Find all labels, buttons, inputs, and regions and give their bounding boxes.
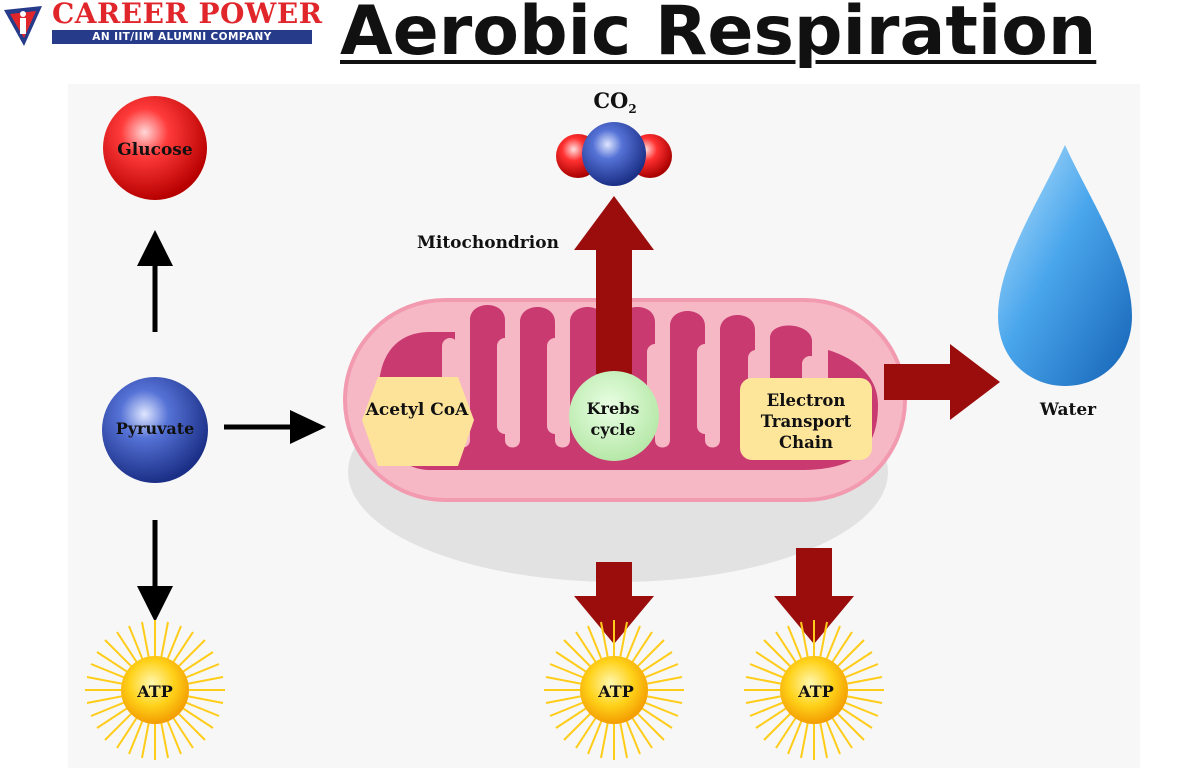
acetyl-coa-shape xyxy=(362,377,474,466)
career-power-logo[interactable]: CAREER POWER AN IIT/IIM ALUMNI COMPANY xyxy=(2,0,322,50)
co2-label: CO2 xyxy=(585,88,645,116)
atp-label: ATP xyxy=(137,682,173,701)
co2-text: CO xyxy=(593,88,629,113)
atp-label: ATP xyxy=(598,682,634,701)
pyruvate-to-atp-arrow xyxy=(137,520,173,622)
atp-sun-icon xyxy=(85,620,225,760)
krebs-cycle-label: Krebs cycle xyxy=(586,399,640,439)
career-power-logo-icon xyxy=(4,6,42,46)
page-title: Aerobic Respiration xyxy=(340,0,1097,71)
mitochondrion-label: Mitochondrion xyxy=(417,233,559,253)
atp-label: ATP xyxy=(798,682,834,701)
electron-transport-chain-label: Electron Transport Chain xyxy=(760,391,852,452)
etc-to-water-arrow xyxy=(884,344,1000,420)
atp-sun-icon xyxy=(544,620,684,760)
krebs-cycle-shape xyxy=(569,371,659,461)
co2-subscript: 2 xyxy=(628,102,637,117)
electron-transport-chain-shape xyxy=(740,378,872,460)
brand-name: CAREER POWER xyxy=(52,0,323,30)
glucose-molecule-icon xyxy=(103,96,207,200)
water-drop-icon xyxy=(998,145,1132,386)
pyruvate-label: Pyruvate xyxy=(115,419,195,438)
brand-tagline: AN IIT/IIM ALUMNI COMPANY xyxy=(52,30,312,44)
acetyl-coa-label: Acetyl CoA xyxy=(365,400,469,420)
pyruvate-molecule-icon xyxy=(102,377,208,483)
water-label: Water xyxy=(1039,400,1097,420)
krebs-to-co2-arrow xyxy=(574,196,654,374)
pyruvate-to-mitochondrion-arrow xyxy=(224,410,326,444)
co2-molecule-icon xyxy=(556,122,672,186)
atp-sun-icon xyxy=(744,620,884,760)
pyruvate-to-glucose-arrow xyxy=(137,230,173,332)
glucose-label: Glucose xyxy=(117,140,193,160)
